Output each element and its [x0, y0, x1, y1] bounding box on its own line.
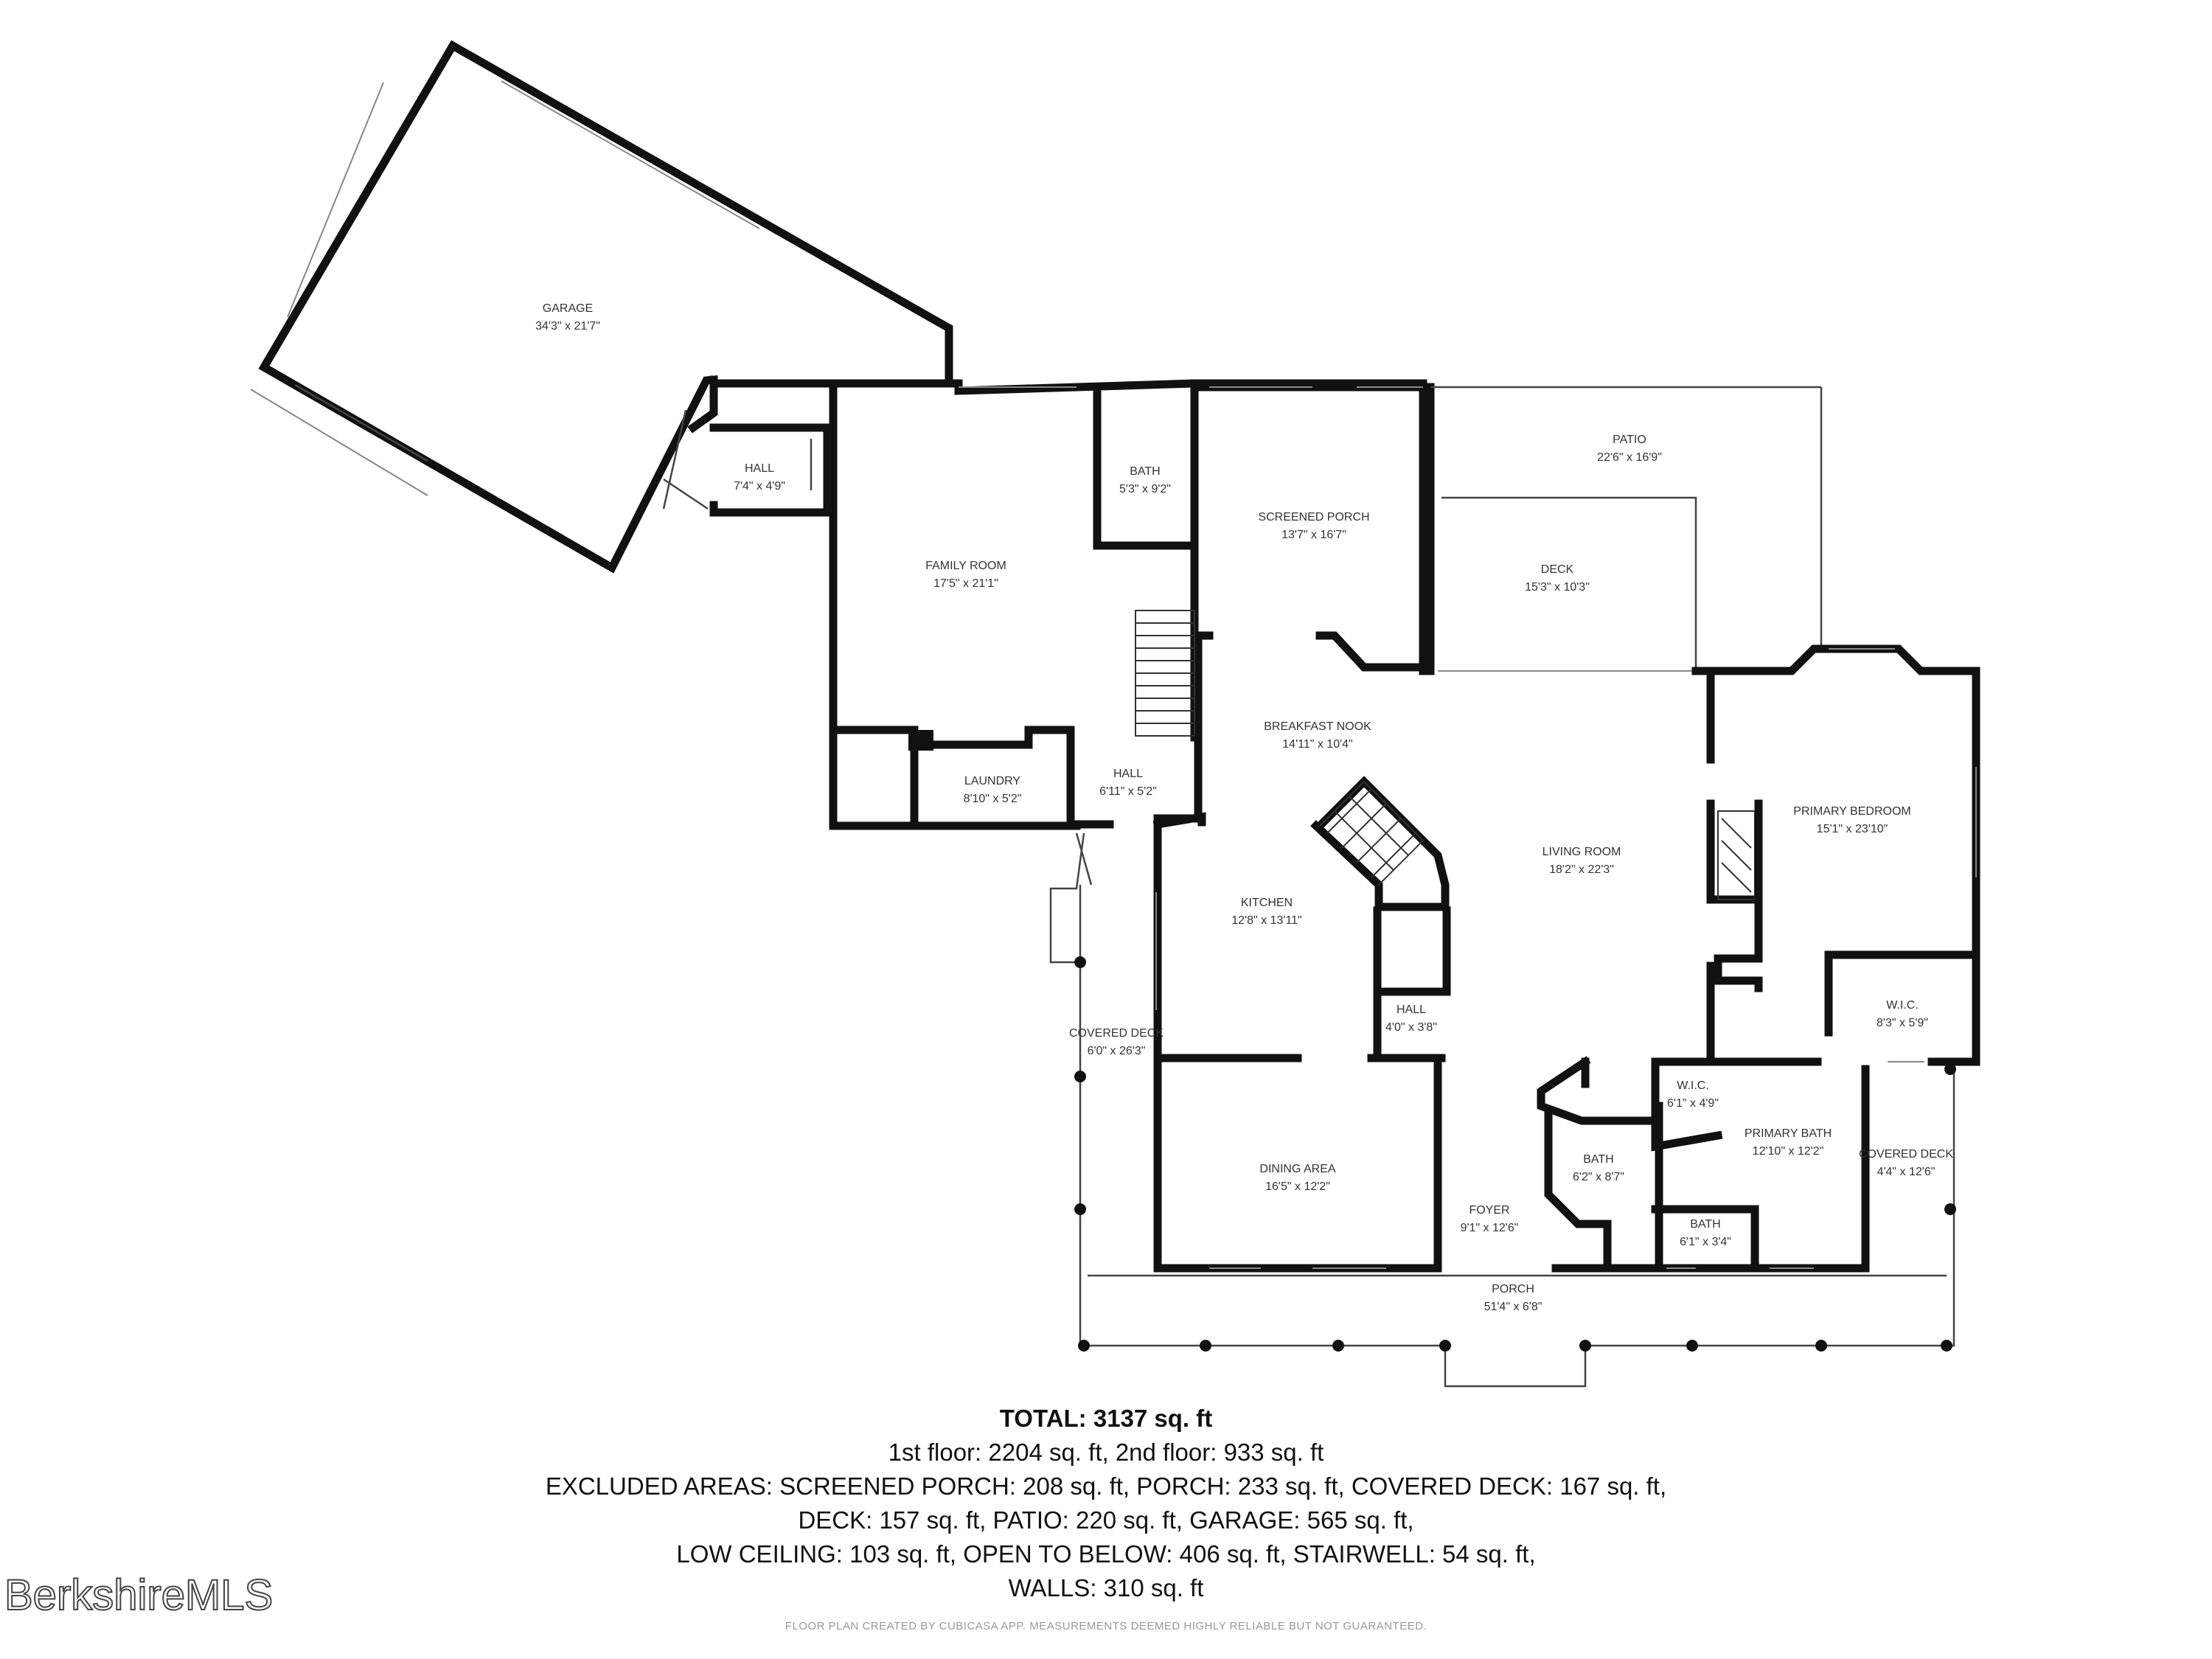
summary-line: LOW CEILING: 103 sq. ft, OPEN TO BELOW: … — [676, 1540, 1536, 1568]
room-dim: 13'7" x 16'7" — [1281, 529, 1346, 541]
room-dim: 6'2" x 8'7" — [1573, 1171, 1624, 1183]
summary-line: EXCLUDED AREAS: SCREENED PORCH: 208 sq. … — [545, 1472, 1667, 1500]
room-dim: 8'10" x 5'2" — [964, 793, 1022, 805]
room-name: LAUNDRY — [964, 775, 1021, 787]
outer-walls — [709, 379, 1435, 830]
room-name: PRIMARY BEDROOM — [1793, 805, 1910, 818]
room-name: BATH — [1583, 1153, 1613, 1166]
room-name: PATIO — [1613, 434, 1646, 446]
room-name: PRIMARY BATH — [1745, 1127, 1832, 1140]
kitchen-walls — [1153, 814, 1446, 1273]
room-dim: 15'1" x 23'10" — [1817, 823, 1888, 835]
room-name: W.I.C. — [1886, 999, 1919, 1012]
room-name: DINING AREA — [1259, 1163, 1335, 1175]
room-dim: 14'11" x 10'4" — [1282, 738, 1352, 751]
garage-entry — [662, 409, 687, 509]
family-stairs — [1135, 610, 1195, 737]
summary-line: 1st floor: 2204 sq. ft, 2nd floor: 933 s… — [888, 1439, 1324, 1466]
room-dim: 22'6" x 16'9" — [1597, 451, 1662, 464]
room-dim: 15'3" x 10'3" — [1525, 581, 1590, 594]
floor-plan: GARAGE 34'3" x 21'7" HALL 7'4" x 4'9" FA… — [250, 40, 1980, 1388]
room-name: BREAKFAST NOOK — [1264, 720, 1371, 733]
summary-line: DECK: 157 sq. ft, PATIO: 220 sq. ft, GAR… — [798, 1506, 1414, 1534]
garage-walls — [250, 40, 953, 574]
area-summary: TOTAL: 3137 sq. ft 1st floor: 2204 sq. f… — [0, 1405, 2212, 1608]
room-dim: 4'4" x 12'6" — [1877, 1166, 1935, 1178]
room-dim: 6'11" x 5'2" — [1099, 785, 1157, 798]
primary-bedroom-walls — [1691, 644, 1980, 1066]
chimney-block — [908, 730, 933, 751]
room-name: FAMILY ROOM — [925, 560, 1006, 572]
garage-door — [294, 383, 428, 462]
room-dim: 4'0" x 3'8" — [1385, 1021, 1437, 1034]
room-name: FOYER — [1469, 1204, 1509, 1217]
room-dim: 6'0" x 26'3" — [1088, 1045, 1146, 1057]
room-name: HALL — [1113, 768, 1143, 780]
laundry-walls — [1049, 812, 1206, 964]
room-name: HALL — [1397, 1004, 1426, 1016]
room-labels: GARAGE 34'3" x 21'7" HALL 7'4" x 4'9" FA… — [535, 302, 1953, 1313]
room-name: GARAGE — [543, 302, 593, 315]
hall-upper-walls — [663, 375, 832, 517]
room-dim: 34'3" x 21'7" — [535, 320, 600, 333]
room-name: BATH — [1130, 465, 1160, 478]
room-dim: 12'10" x 12'2" — [1753, 1145, 1824, 1158]
room-name: COVERED DECK — [1859, 1148, 1953, 1161]
credit-line: FLOOR PLAN CREATED BY CUBICASA APP. MEAS… — [785, 1620, 1427, 1632]
total-area: TOTAL: 3137 sq. ft — [999, 1405, 1213, 1432]
room-name: DECK — [1541, 563, 1574, 576]
room-dim: 12'8" x 13'11" — [1231, 914, 1301, 927]
porch-deck-patio — [1426, 386, 1823, 672]
room-dim: 17'5" x 21'1" — [933, 577, 998, 590]
room-name: HALL — [745, 462, 774, 475]
room-name: W.I.C. — [1677, 1079, 1709, 1092]
room-name: SCREENED PORCH — [1258, 511, 1369, 524]
kitchen-stairs — [1310, 776, 1451, 1059]
room-name: KITCHEN — [1241, 897, 1293, 909]
bath-walls — [1537, 1056, 1870, 1273]
mls-watermark: BerkshireMLS — [4, 1571, 274, 1620]
room-name: BATH — [1690, 1218, 1720, 1231]
room-dim: 8'3" x 5'9" — [1877, 1017, 1928, 1029]
summary-line: WALLS: 310 sq. ft — [1008, 1574, 1204, 1601]
room-dim: 5'3" x 9'2" — [1119, 483, 1171, 495]
room-dim: 6'1" x 3'4" — [1680, 1236, 1731, 1248]
room-dim: 51'4" x 6'8" — [1484, 1301, 1543, 1313]
room-dim: 16'5" x 12'2" — [1265, 1180, 1330, 1193]
room-dim: 9'1" x 12'6" — [1461, 1222, 1519, 1234]
room-dim: 7'4" x 4'9" — [734, 480, 785, 493]
room-name: COVERED DECK — [1069, 1027, 1164, 1040]
porch-posts — [1074, 956, 1956, 1352]
room-dim: 18'2" x 22'3" — [1549, 863, 1614, 876]
room-dim: 6'1" x 4'9" — [1667, 1097, 1719, 1110]
room-name: PORCH — [1492, 1283, 1534, 1295]
room-name: LIVING ROOM — [1543, 846, 1621, 858]
porch-railing — [1079, 885, 1955, 1388]
